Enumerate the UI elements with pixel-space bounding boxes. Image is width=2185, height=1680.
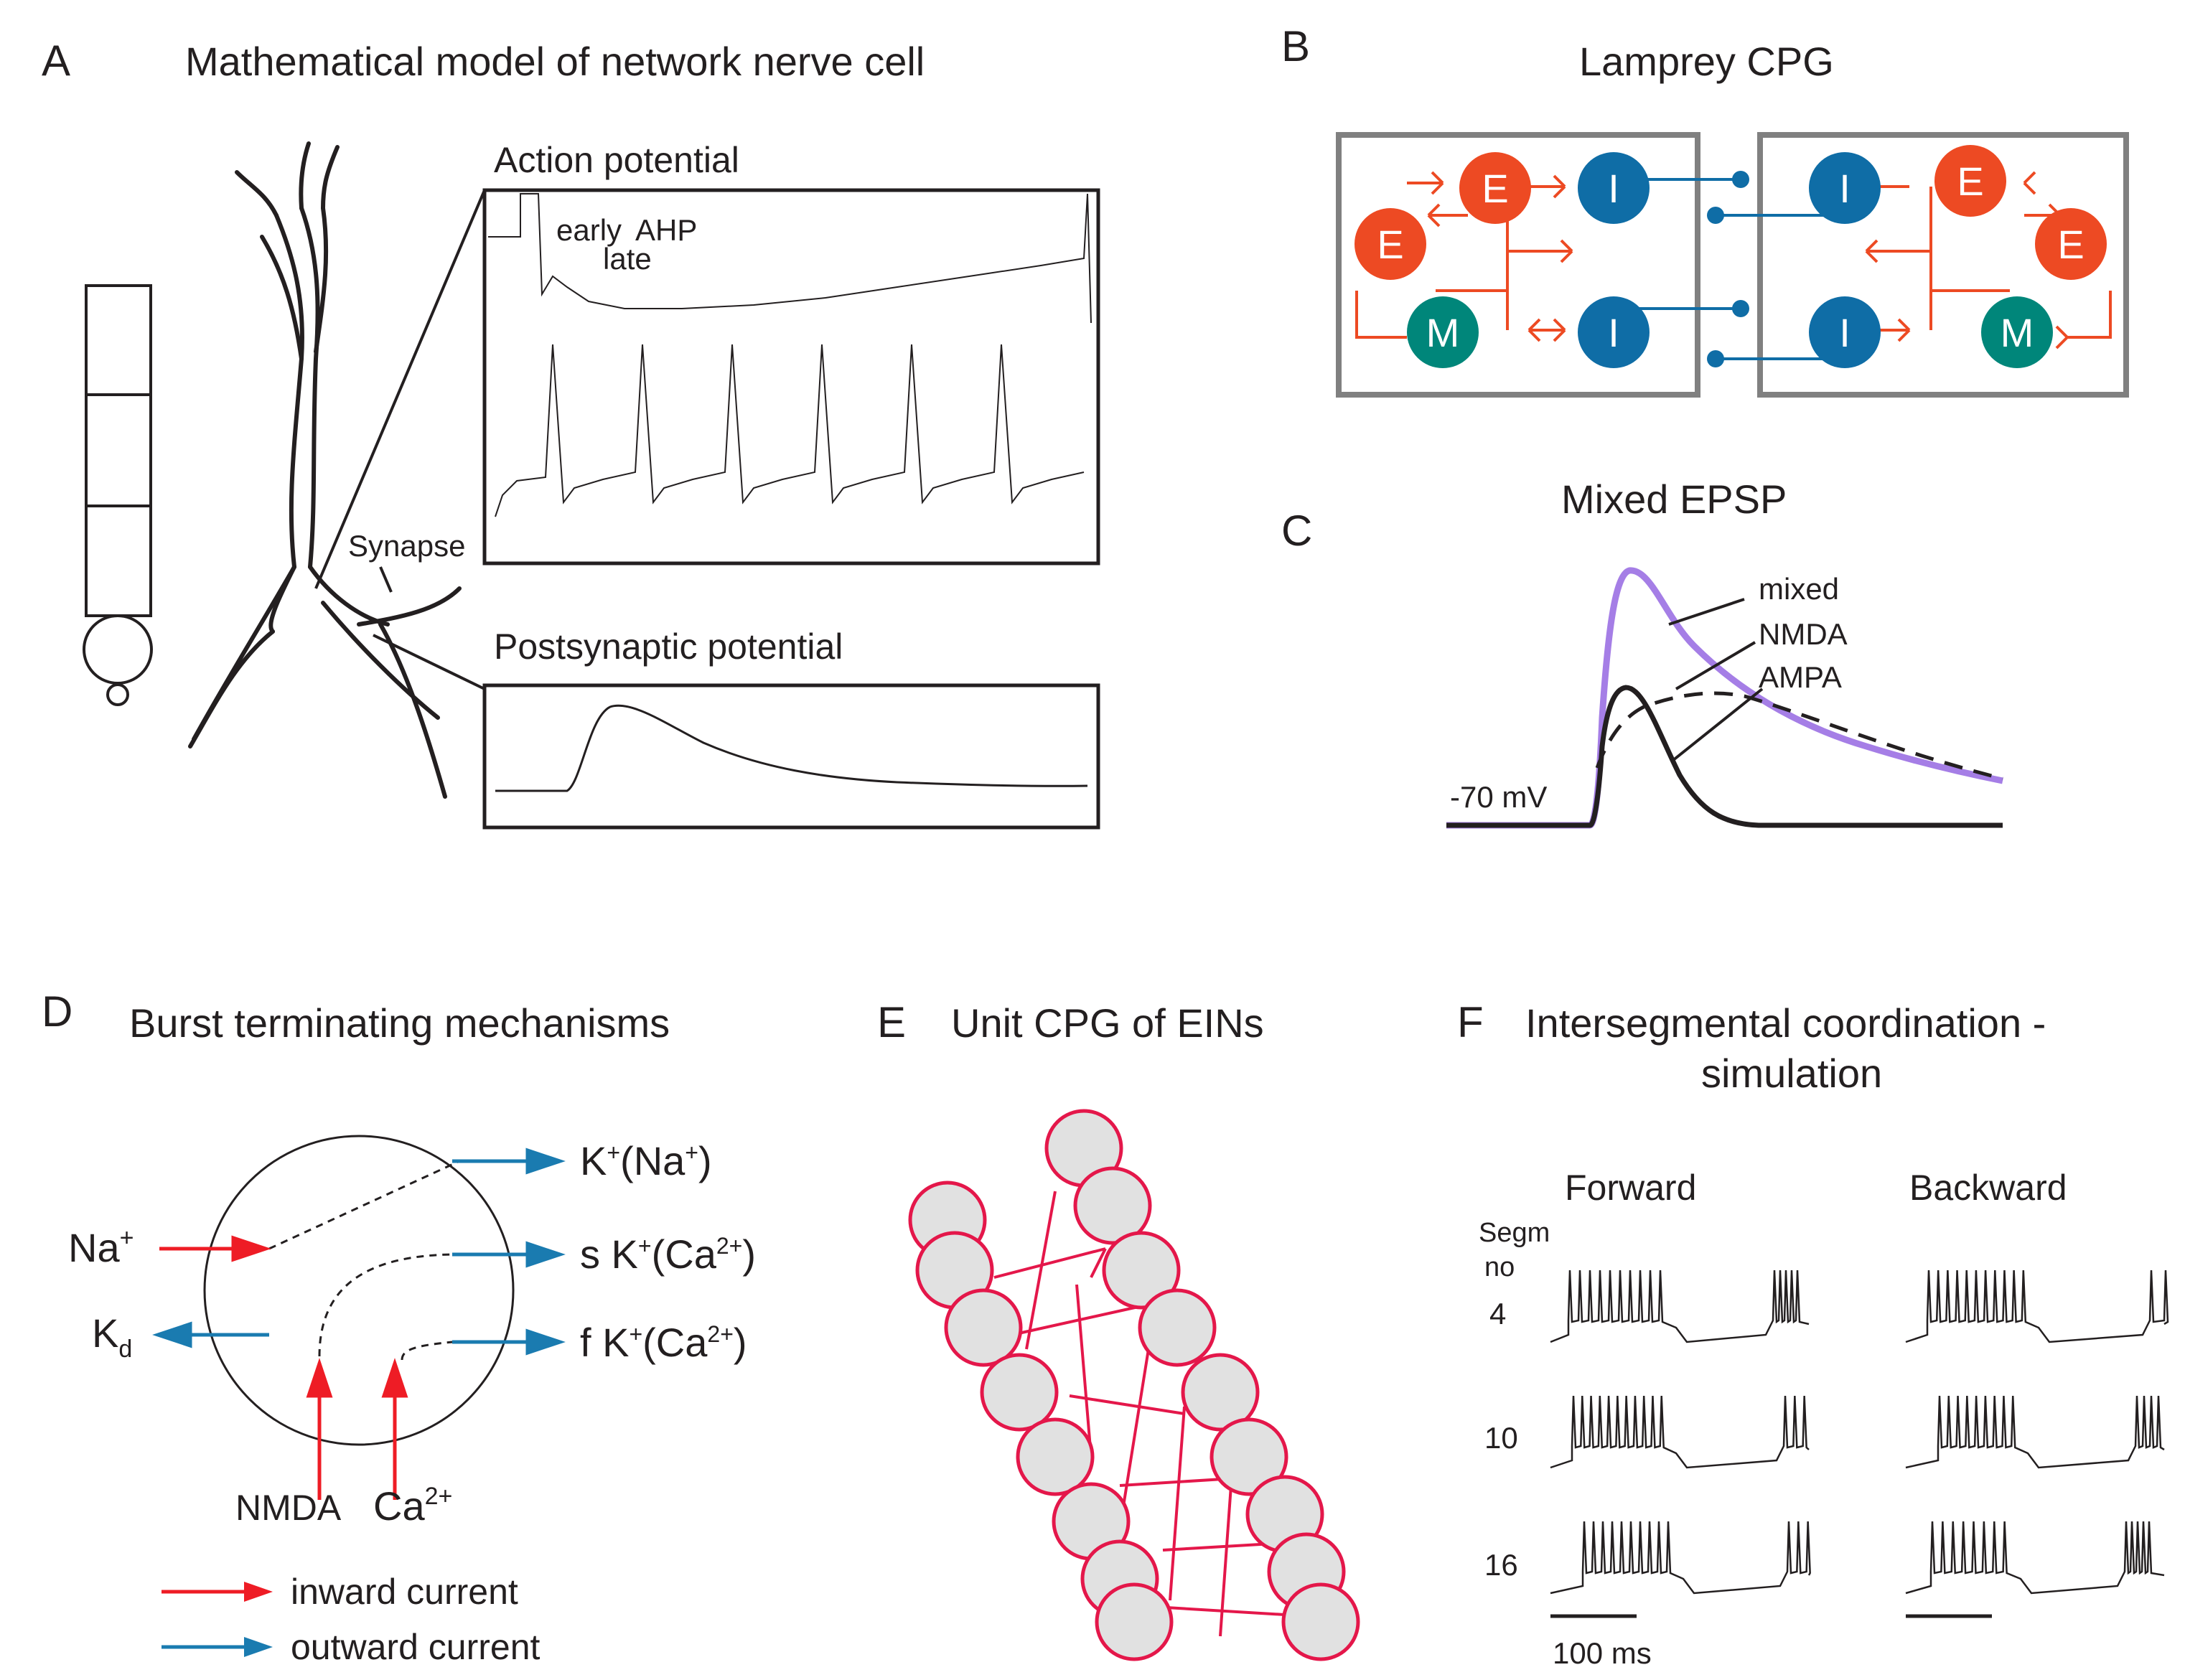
ampa-trace (1446, 685, 2003, 828)
trace-forward-10 (1550, 1395, 1810, 1469)
ein-cells (908, 1109, 1360, 1661)
svg-text:M: M (1426, 310, 1460, 355)
panel-e-title: Unit CPG of EINs (951, 1000, 1264, 1046)
baseline-label: -70 mV (1450, 780, 1547, 814)
panel-a-title: Mathematical model of network nerve cell (185, 39, 925, 84)
legend: inward current outward current (162, 1572, 540, 1667)
panel-a-letter: A (42, 37, 70, 85)
ap-single-trace (488, 193, 1092, 324)
segm-no-label: no (1484, 1252, 1515, 1282)
mixed-label: mixed (1759, 572, 1839, 606)
trace-forward-4 (1550, 1270, 1810, 1343)
trace-forward-16 (1550, 1521, 1811, 1595)
k-na-label: K+(Na+) (580, 1138, 712, 1183)
panel-d-letter: D (42, 987, 72, 1036)
panel-e: E Unit CPG of EINs (877, 998, 1360, 1661)
panel-f-title-line2: simulation (1701, 1051, 1882, 1096)
node-e-left-upper: E (1459, 152, 1531, 224)
psp-box (482, 683, 1100, 830)
row-label-16: 16 (1484, 1548, 1518, 1582)
trace-backward-10 (1905, 1395, 2165, 1469)
panel-d: D Burst terminating mechanisms Na+ (42, 987, 756, 1667)
ca-input-label: Ca2+ (373, 1483, 452, 1529)
svg-text:I: I (1839, 166, 1851, 211)
svg-text:E: E (2057, 222, 2084, 267)
zoom-lines (314, 189, 486, 690)
cell-body (203, 1135, 515, 1446)
kd-label: Kd (92, 1310, 132, 1363)
nmda-label: NMDA (1759, 617, 1848, 651)
sk-ca-label: s K+(Ca2+) (580, 1231, 756, 1277)
node-i-right-upper: I (1809, 152, 1881, 224)
node-m-left: M (1407, 296, 1479, 368)
ap-box (482, 188, 1100, 566)
trace-backward-16 (1905, 1521, 2165, 1595)
svg-text:I: I (1608, 310, 1619, 355)
node-i-right-lower: I (1809, 296, 1881, 368)
node-e-right-upper: E (1934, 145, 2006, 217)
svg-text:E: E (1482, 166, 1508, 211)
fk-ca-label: f K+(Ca2+) (580, 1320, 747, 1365)
ampa-label: AMPA (1759, 660, 1842, 694)
inhibitory-terminals (1707, 171, 1749, 367)
row-label-4: 4 (1489, 1297, 1506, 1331)
svg-text:M: M (2001, 310, 2034, 355)
ahp-label: AHP (635, 213, 697, 247)
panel-e-letter: E (877, 998, 906, 1046)
segm-label: Segm (1479, 1218, 1550, 1248)
panel-c-title: Mixed EPSP (1561, 477, 1787, 522)
legend-inward-label: inward current (291, 1572, 518, 1612)
forward-label: Forward (1565, 1168, 1696, 1208)
psp-trace (495, 704, 1088, 792)
ein-connections (993, 1191, 1286, 1637)
svg-text:I: I (1839, 310, 1851, 355)
node-e-left-lower: E (1354, 208, 1426, 280)
panel-b-title: Lamprey CPG (1579, 39, 1834, 84)
panel-f-title-line1: Intersegmental coordination - (1525, 1000, 2046, 1046)
synapse-label: Synapse (348, 529, 465, 563)
outward-arrows (152, 1148, 566, 1356)
panel-f-letter: F (1457, 998, 1484, 1046)
spike-traces (1550, 1270, 2169, 1595)
trace-pointers (1668, 598, 1764, 762)
svg-text:E: E (1377, 222, 1403, 267)
legend-outward-label: outward current (291, 1627, 540, 1667)
scale-label: 100 ms (1553, 1636, 1652, 1670)
neuron-drawing (188, 141, 462, 799)
compartment-model (83, 284, 153, 706)
nmda-trace (1595, 691, 2003, 781)
late-label: late (603, 242, 652, 276)
panel-b-letter: B (1281, 22, 1310, 70)
panel-c-letter: C (1281, 507, 1312, 555)
panel-f: F Intersegmental coordination - simulati… (1457, 998, 2169, 1670)
nmda-input-label: NMDA (235, 1488, 342, 1528)
early-label: early (556, 213, 622, 247)
trace-backward-4 (1905, 1270, 2169, 1343)
ap-title: Action potential (494, 140, 739, 180)
psp-title: Postsynaptic potential (494, 627, 843, 667)
panel-c: C Mixed EPSP mixed NMDA AMPA -70 mV (1281, 477, 2003, 829)
node-e-right-lower: E (2035, 208, 2107, 280)
backward-label: Backward (1909, 1168, 2067, 1208)
na-label: Na+ (68, 1224, 134, 1270)
svg-text:E: E (1957, 159, 1983, 204)
inward-arrows (159, 1235, 408, 1500)
panel-a: A Mathematical model of network nerve ce… (42, 37, 1100, 830)
right-hemi-box (1757, 132, 2129, 398)
panel-b: B Lamprey CPG (1281, 22, 2129, 398)
node-i-left-lower: I (1578, 296, 1650, 368)
row-label-10: 10 (1484, 1421, 1518, 1455)
svg-text:I: I (1608, 166, 1619, 211)
left-hemi-box (1336, 132, 1700, 398)
node-m-right: M (1981, 296, 2053, 368)
ap-train-trace (495, 344, 1085, 517)
dashed-couplings (268, 1160, 460, 1361)
node-i-left-upper: I (1578, 152, 1650, 224)
panel-d-title: Burst terminating mechanisms (129, 1000, 670, 1046)
